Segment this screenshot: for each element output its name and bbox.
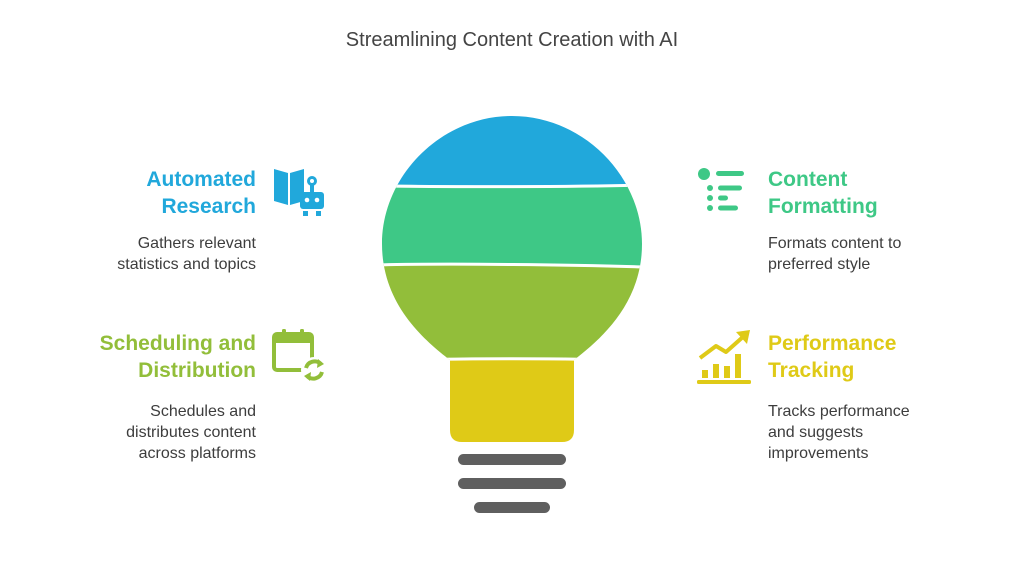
bulb-segment-lime <box>382 263 642 360</box>
bulb-base-bar-3 <box>474 502 550 513</box>
growth-chart-icon <box>697 330 751 384</box>
book-robot-icon <box>274 169 324 216</box>
light-bulb-graphic <box>382 116 642 513</box>
bulb-base-bar-1 <box>458 454 566 465</box>
formatted-list-icon <box>698 168 744 211</box>
performance-tracking-description: Tracks performance and suggests improvem… <box>768 403 910 462</box>
bulb-segment-blue <box>382 116 642 186</box>
calendar-sync-icon <box>272 329 327 383</box>
content-formatting-heading: Content Formatting <box>768 168 878 218</box>
automated-research-heading: Automated Research <box>146 168 256 218</box>
bulb-segment-green <box>382 184 642 266</box>
performance-tracking-heading: Performance Tracking <box>768 332 897 382</box>
scheduling-distribution-description: Schedules and distributes content across… <box>126 403 256 462</box>
bulb-base-bar-2 <box>458 478 566 489</box>
automated-research-description: Gathers relevant statistics and topics <box>117 235 256 273</box>
diagram-title: Streamlining Content Creation with AI <box>345 29 679 51</box>
content-formatting-description: Formats content to preferred style <box>768 235 902 273</box>
bulb-segment-yellow <box>382 357 642 442</box>
scheduling-distribution-heading: Scheduling and Distribution <box>99 332 256 382</box>
